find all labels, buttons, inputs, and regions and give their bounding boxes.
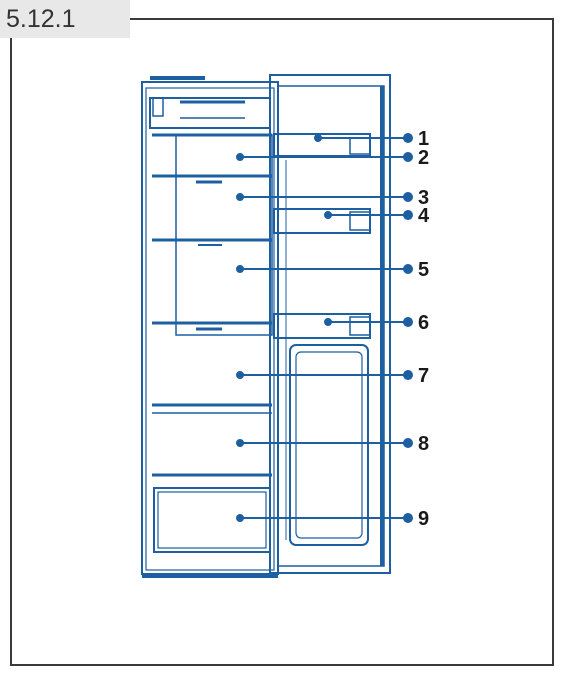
callout-2: 2 (418, 147, 429, 169)
leader-lines (236, 133, 413, 523)
callout-3: 3 (418, 187, 429, 209)
callout-1: 1 (418, 128, 429, 150)
callout-7: 7 (418, 365, 429, 387)
callout-5: 5 (418, 259, 429, 281)
leader-dot-1 (314, 134, 322, 142)
leader-dot-3 (236, 193, 244, 201)
callout-6: 6 (418, 312, 429, 334)
leader-dot-5 (236, 265, 244, 273)
leader-dot-7 (236, 371, 244, 379)
leader-dot-8 (236, 439, 244, 447)
figure-label: 5.12.1 (0, 0, 130, 38)
leader-dot-6 (324, 318, 332, 326)
figure-frame (10, 18, 554, 666)
callout-4: 4 (418, 205, 430, 227)
fridge-cabinet (141, 76, 279, 578)
callout-8: 8 (418, 433, 429, 455)
callout-9: 9 (418, 508, 429, 530)
callout-numbers: 1 2 3 4 5 6 7 8 9 (418, 128, 430, 530)
leader-dot-4 (324, 211, 332, 219)
leader-dot-2 (236, 153, 244, 161)
leader-dot-9 (236, 514, 244, 522)
